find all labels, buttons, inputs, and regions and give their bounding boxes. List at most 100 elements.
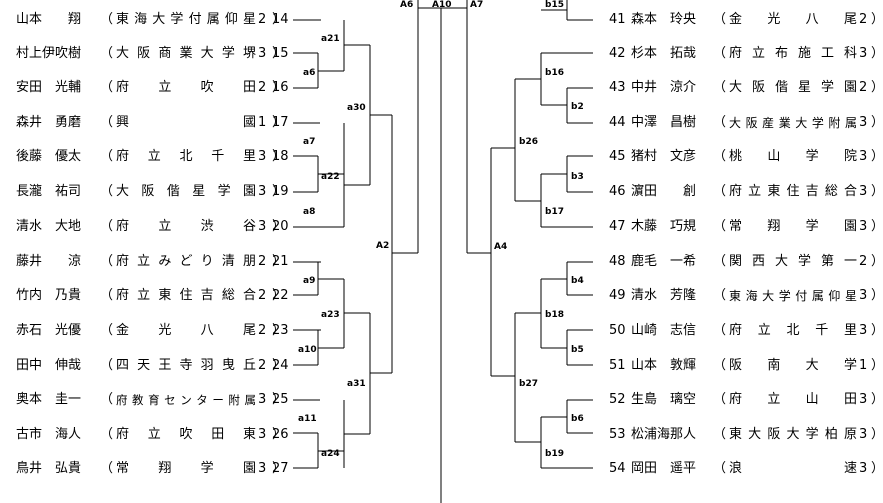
match-label: b27 [519,379,538,389]
player-name: 中澤 昌樹 [631,115,697,130]
match-label: b4 [571,276,584,286]
match-label: a24 [321,449,340,459]
match-a10 [317,330,344,365]
match-label: b26 [519,137,538,147]
player-name: 赤石 光優 [16,323,82,338]
player-name: 山本 敦輝 [631,358,697,373]
match-a22 [343,123,370,227]
seed-number: 42 [609,46,626,61]
player-name: 安田 光輔 [16,80,82,95]
match-b17 [515,174,542,227]
seed-number: 45 [609,149,626,164]
player-name: 鹿毛 一希 [631,254,697,269]
seed-number: 16 [272,80,289,95]
match-a21 [343,20,370,71]
match-b2 [541,88,568,123]
player-name: 鳥井 弘貴 [16,461,82,476]
match-a9 [317,262,344,295]
seed-number: 19 [272,184,289,199]
match-label: b15 [545,0,564,10]
player-name: 猪村 文彦 [631,149,697,164]
match-label: b3 [571,172,584,182]
seed-number: 18 [272,149,289,164]
match-label: a31 [347,379,366,389]
match-label: b16 [545,68,564,78]
seed-number: 25 [272,392,289,407]
player-name: 中井 涼介 [631,80,697,95]
match-label: a11 [298,414,317,424]
match-b4 [541,262,568,295]
seed-number: 53 [609,427,626,442]
seed-number: 50 [609,323,626,338]
match-b19 [515,417,542,468]
match-a24 [343,400,370,468]
match-label: a9 [303,276,316,286]
seed-number: 47 [609,219,626,234]
match-b16 [515,53,542,105]
seed-number: 26 [272,427,289,442]
match-a7 [317,156,344,192]
match-b5 [541,330,568,365]
player-name: 古市 海人 [16,427,82,442]
seed-number: 43 [609,80,626,95]
seed-number: 21 [272,254,289,269]
match-label: b18 [545,310,564,320]
match-b26 [491,79,516,201]
player-name: 村上伊吹樹 [16,46,82,61]
match-b18 [515,279,542,348]
match-b3 [541,156,568,192]
match-a11 [317,433,344,468]
player-name: 田中 伸哉 [16,358,82,373]
match-label: a6 [303,68,316,78]
match-A10 [418,7,467,503]
player-name: 清水 芳隆 [631,288,697,303]
player-name: 長瀧 祐司 [16,184,82,199]
match-label: A10 [432,0,452,10]
seed-number: 14 [272,12,289,27]
seed-number: 41 [609,12,626,27]
match-a23 [343,279,370,348]
match-label: a21 [321,34,340,44]
seed-number: 27 [272,461,289,476]
match-label: A7 [470,0,484,10]
player-name: 奥本 圭一 [16,392,82,407]
match-a6 [317,53,344,88]
player-name: 濵田 創 [631,184,697,199]
seed-number: 15 [272,46,289,61]
match-label: A2 [376,241,390,251]
match-label: b2 [571,102,584,112]
match-label: a8 [303,207,316,217]
match-label: a23 [321,310,340,320]
seed-number: 54 [609,461,626,476]
match-b6 [541,400,568,433]
match-b15 [541,0,568,20]
seed-number: 49 [609,288,626,303]
player-name: 山崎 志信 [631,323,697,338]
match-label: b5 [571,345,584,355]
player-name: 山本 翔 [16,12,82,27]
seed-number: 24 [272,358,289,373]
seed-number: 51 [609,358,626,373]
match-label: a30 [347,103,366,113]
match-a31 [369,313,392,434]
player-name: 竹内 乃貴 [16,288,82,303]
player-name: 藤井 涼 [16,254,82,269]
match-b27 [491,313,516,442]
match-label: b19 [545,449,564,459]
match-label: a10 [298,345,317,355]
player-name: 岡田 遥平 [631,461,697,476]
seed-number: 44 [609,115,626,130]
match-A2 [391,115,418,373]
player-name: 杉本 拓哉 [631,46,697,61]
player-name: 後藤 優太 [16,149,82,164]
match-label: b6 [571,414,584,424]
player-name: 清水 大地 [16,219,82,234]
seed-number: 20 [272,219,289,234]
seed-number: 46 [609,184,626,199]
seed-number: 52 [609,392,626,407]
match-label: a22 [321,172,340,182]
player-name: 松浦海那人 [631,427,697,442]
match-A4 [467,148,492,376]
player-name: 木藤 巧規 [631,219,697,234]
